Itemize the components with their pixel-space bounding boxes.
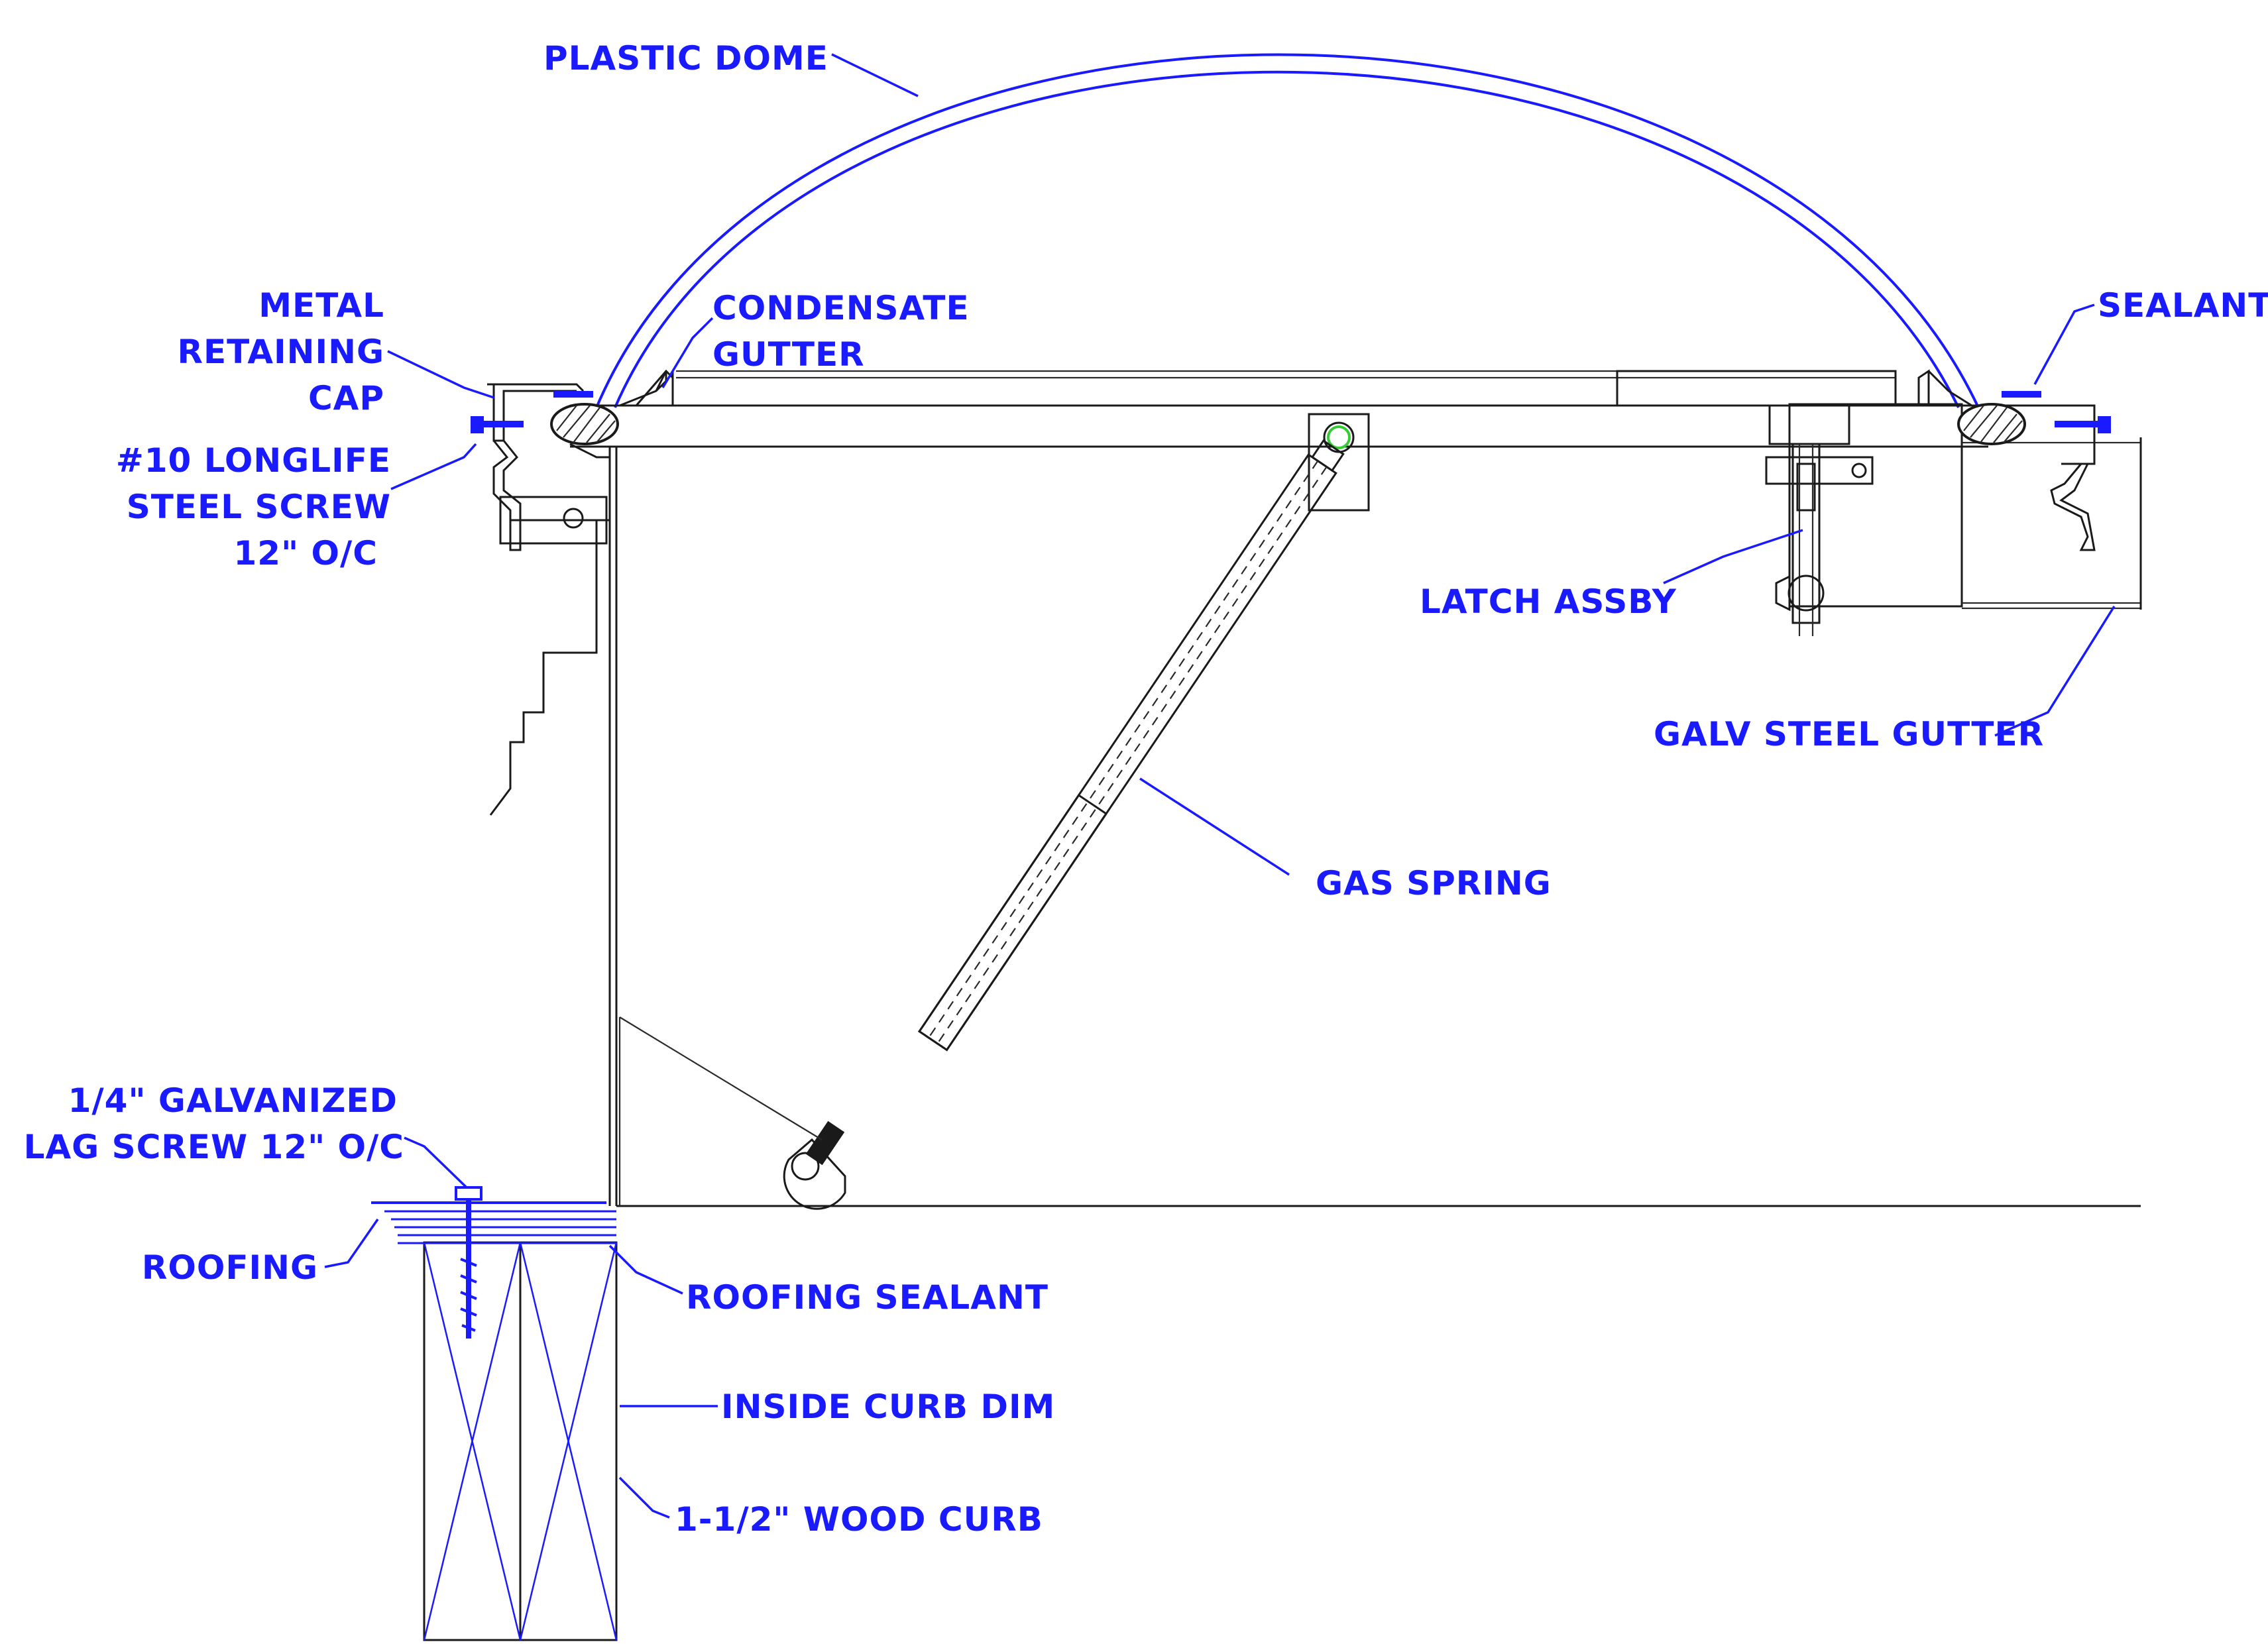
sealant-strip-left: [553, 391, 593, 398]
label-inside-curb-dim: INSIDE CURB DIM: [721, 1388, 1055, 1426]
sealant-strip-right: [2002, 391, 2041, 398]
label-wood-curb: 1-1/2" WOOD CURB: [675, 1500, 1043, 1539]
label-sealant: SEALANT: [2098, 286, 2268, 325]
label-lag-screw-line1: 1/4" GALVANIZED: [68, 1081, 398, 1120]
label-latch-assby: LATCH ASSBY: [1420, 582, 1677, 621]
plastic-dome: [595, 53, 1980, 408]
label-condensate-gutter-line2: GUTTER: [712, 335, 865, 374]
label-metal-retaining-cap-line3: CAP: [308, 379, 384, 417]
gasket-right: [1957, 403, 2026, 445]
label-screw-line3: 12" O/C: [234, 534, 378, 573]
label-metal-retaining-cap-line2: RETAINING: [177, 333, 384, 371]
roofing-layers: [371, 1201, 616, 1244]
label-screw-line2: STEEL SCREW: [127, 488, 391, 526]
label-lag-screw-line2: LAG SCREW 12" O/C: [24, 1128, 404, 1166]
label-gas-spring: GAS SPRING: [1316, 864, 1552, 903]
lag-screw: [455, 1186, 482, 1339]
label-metal-retaining-cap-line1: METAL: [258, 286, 384, 325]
curb-frame: [489, 369, 2142, 1207]
gasket-left: [550, 403, 619, 445]
retaining-screw-right: [2055, 416, 2111, 433]
label-screw-line1: #10 LONGLIFE: [116, 441, 391, 480]
latch-assembly: [1765, 404, 1874, 636]
label-plastic-dome: PLASTIC DOME: [543, 39, 828, 78]
wood-curb: [423, 1241, 618, 1641]
retaining-screw-left: [471, 416, 524, 433]
gas-spring: [618, 413, 1370, 1210]
label-galv-steel-gutter: GALV STEEL GUTTER: [1654, 715, 2044, 753]
leader-lines: [324, 53, 2116, 1519]
label-roofing-sealant: ROOFING SEALANT: [686, 1278, 1049, 1317]
label-condensate-gutter-line1: CONDENSATE: [712, 289, 970, 327]
label-roofing: ROOFING: [142, 1248, 318, 1287]
annotation-labels: PLASTIC DOME METAL RETAINING CAP CONDENS…: [24, 39, 2268, 1539]
